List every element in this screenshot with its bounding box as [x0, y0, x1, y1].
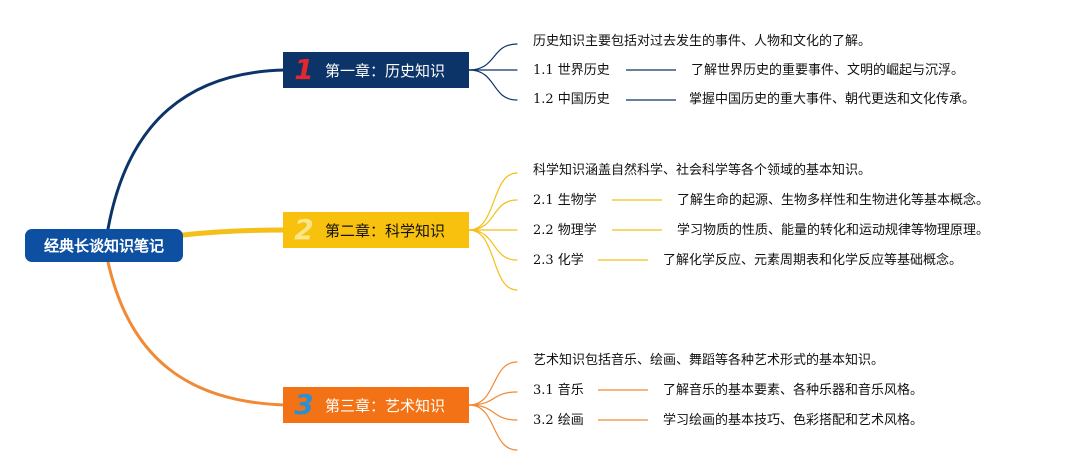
topic-title: 2.1 生物学	[533, 193, 597, 208]
chapter-number: 3	[294, 388, 314, 421]
topic-title: 3.2 绘画	[533, 413, 584, 428]
chapter-summary: 历史知识主要包括对过去发生的事件、人物和文化的了解。	[533, 34, 872, 49]
connector	[468, 43, 518, 71]
chapter-label: 第一章：历史知识	[325, 61, 446, 80]
topic-description: 学习绘画的基本技巧、色彩搭配和艺术风格。	[663, 413, 924, 428]
topic-title: 1.2 中国历史	[533, 92, 610, 107]
connector	[468, 229, 518, 291]
connector	[468, 172, 518, 231]
topic-description: 了解世界历史的重要事件、文明的崛起与沉浮。	[691, 63, 965, 78]
chapter-node-art[interactable]: 3 第三章：艺术知识	[283, 387, 469, 423]
chapter-number: 1	[294, 53, 314, 86]
connector	[106, 68, 287, 231]
topic-title: 3.1 音乐	[533, 383, 584, 398]
root-node[interactable]: 经典长谈知识笔记	[25, 229, 183, 262]
connector	[468, 404, 518, 421]
topic-description: 了解化学反应、元素周期表和化学反应等基础概念。	[663, 253, 963, 268]
chapter-label: 第三章：艺术知识	[325, 396, 446, 415]
chapter-node-science[interactable]: 2 第二章：科学知识	[283, 212, 469, 248]
topic-description: 了解音乐的基本要素、各种乐器和音乐风格。	[663, 383, 924, 398]
topic-title: 1.1 世界历史	[533, 63, 610, 78]
chapter-number: 2	[294, 213, 314, 246]
connector	[468, 199, 518, 231]
connector	[106, 260, 287, 407]
root-title: 经典长谈知识笔记	[43, 237, 164, 255]
connector	[468, 361, 518, 406]
connector	[468, 69, 518, 101]
chapter-label: 第二章：科学知识	[325, 221, 446, 240]
connector	[468, 391, 518, 406]
topic-title: 2.3 化学	[533, 253, 584, 268]
connector	[468, 229, 518, 261]
chapter-summary: 科学知识涵盖自然科学、社会科学等各个领域的基本知识。	[533, 163, 872, 178]
connector	[468, 404, 518, 451]
topic-description: 掌握中国历史的重大事件、朝代更迭和文化传承。	[689, 92, 976, 107]
connector	[180, 227, 288, 238]
topic-description: 了解生命的起源、生物多样性和生物进化等基本概念。	[677, 193, 990, 208]
topic-description: 学习物质的性质、能量的转化和运动规律等物理原理。	[677, 223, 990, 238]
chapter-summary: 艺术知识包括音乐、绘画、舞蹈等各种艺术形式的基本知识。	[533, 353, 885, 368]
topic-title: 2.2 物理学	[533, 223, 597, 238]
chapter-node-history[interactable]: 1 第一章：历史知识	[283, 52, 469, 88]
